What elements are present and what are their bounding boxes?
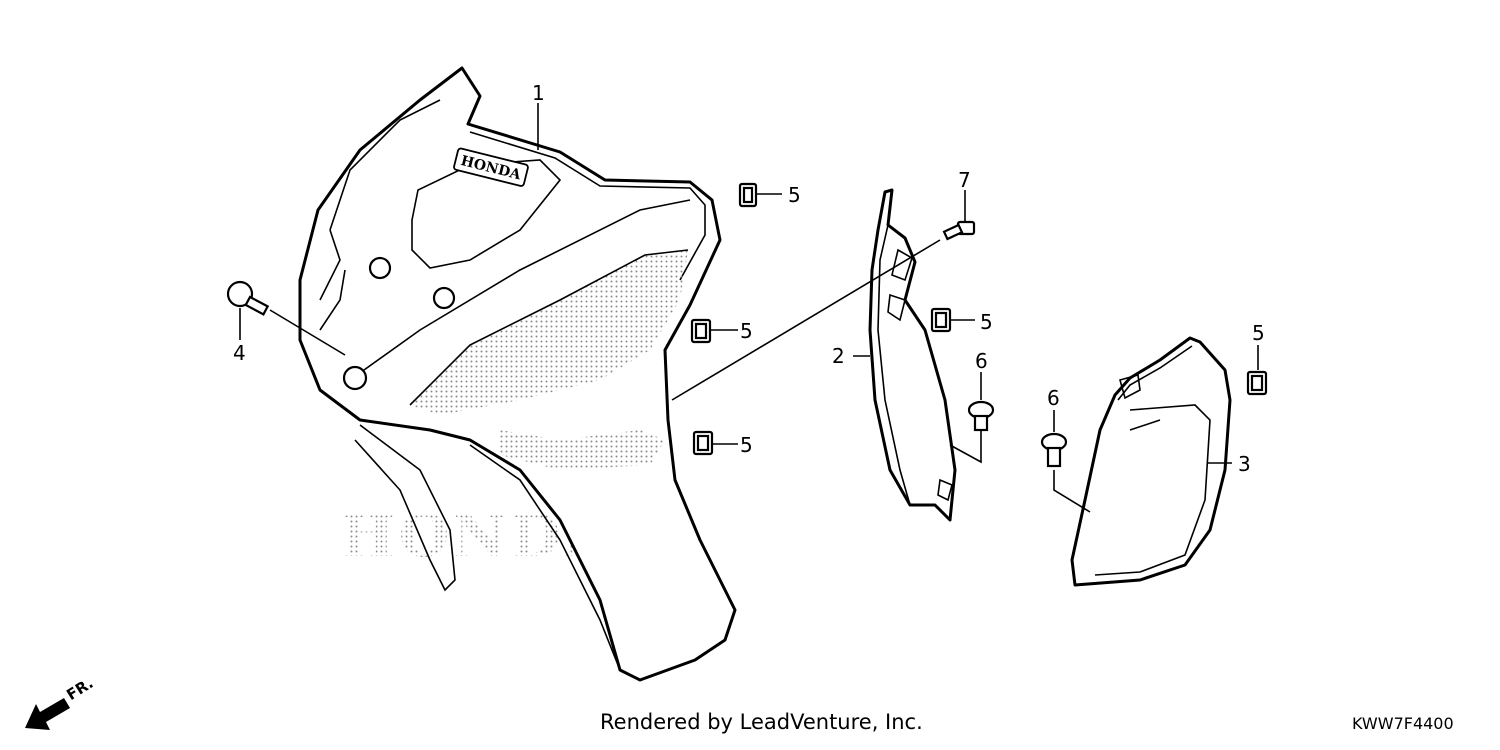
callout-1: 1	[532, 81, 545, 105]
callout-5-c: 5	[980, 310, 993, 334]
front-cover-part[interactable]: HONDA	[298, 66, 737, 682]
clip-nut-hardware-e[interactable]	[1246, 370, 1268, 396]
callout-5-d: 5	[740, 433, 753, 457]
callout-3: 3	[1238, 452, 1251, 476]
callout-2: 2	[832, 344, 845, 368]
clip-nut-hardware-c[interactable]	[930, 307, 952, 333]
bolt-4-hardware[interactable]	[226, 280, 270, 316]
clip-nut-hardware-b[interactable]	[690, 318, 712, 344]
trim-clip-hardware-a[interactable]	[967, 400, 995, 432]
callout-7: 7	[958, 168, 971, 192]
callout-5-a: 5	[788, 183, 801, 207]
diagram-code: KWW7F4400	[1352, 714, 1454, 733]
left-side-cover-part[interactable]	[1070, 336, 1232, 587]
callout-5-e: 5	[1252, 321, 1265, 345]
clip-nut-hardware-d[interactable]	[692, 430, 714, 456]
render-credit: Rendered by LeadVenture, Inc.	[600, 710, 923, 734]
right-side-cover-part[interactable]	[868, 188, 957, 522]
callout-6-a: 6	[975, 349, 988, 373]
callout-6-b: 6	[1047, 386, 1060, 410]
callout-5-b: 5	[740, 319, 753, 343]
trim-clip-hardware-b[interactable]	[1040, 432, 1068, 468]
front-direction-arrow-icon	[25, 698, 70, 730]
clip-nut-hardware-a[interactable]	[738, 182, 758, 208]
screw-7-hardware[interactable]	[942, 220, 976, 241]
callout-4: 4	[233, 341, 246, 365]
